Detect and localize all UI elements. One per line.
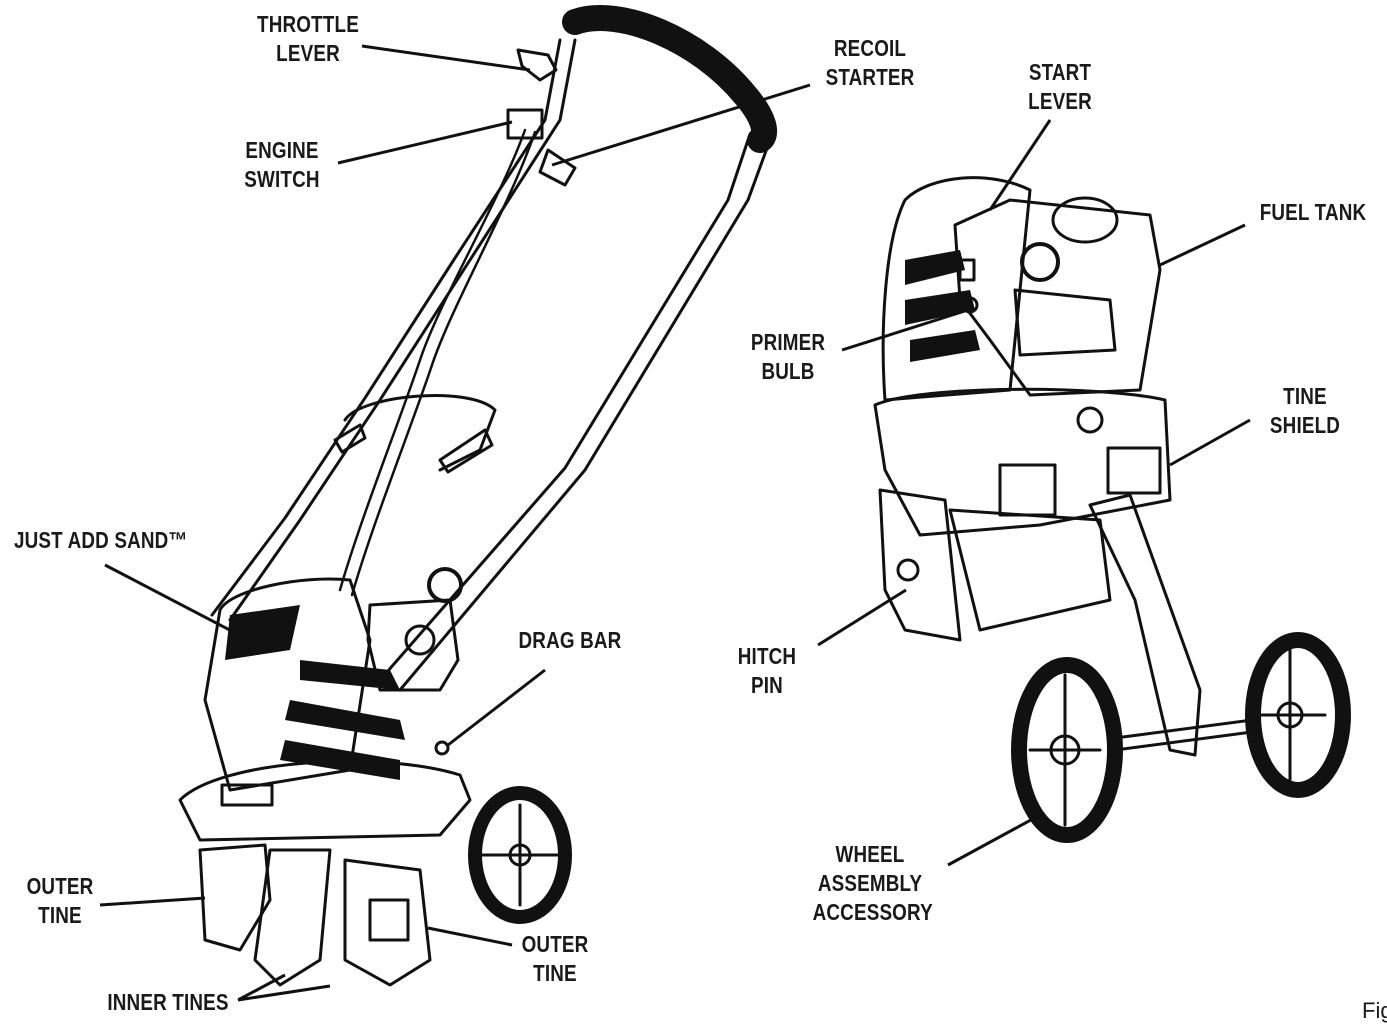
label-engine-switch: ENGINE SWITCH bbox=[244, 137, 320, 192]
label-start-lever: START LEVER bbox=[1028, 59, 1092, 114]
label-outer-tine-right: OUTER TINE bbox=[521, 931, 589, 986]
figure-caption: Fig bbox=[1362, 998, 1387, 1023]
label-throttle-lever: THROTTLE LEVER bbox=[257, 11, 359, 66]
label-recoil-starter: RECOIL STARTER bbox=[825, 35, 915, 90]
label-hitch-pin: HITCH PIN bbox=[737, 643, 797, 698]
label-drag-bar: DRAG BAR bbox=[518, 627, 622, 653]
tiller-with-wheels-illustration bbox=[873, 176, 1351, 843]
label-outer-tine-left: OUTER TINE bbox=[26, 873, 94, 928]
leader-lines bbox=[99, 44, 1251, 1002]
tiller-illustration bbox=[178, 5, 778, 987]
label-wheel-assembly-accessory: WHEEL ASSEMBLY ACCESSORY bbox=[812, 841, 933, 925]
label-inner-tines: INNER TINES bbox=[107, 989, 229, 1015]
label-just-add-sand: JUST ADD SAND™ bbox=[14, 527, 188, 553]
label-primer-bulb: PRIMER BULB bbox=[750, 329, 826, 384]
label-tine-shield: TINE SHIELD bbox=[1269, 383, 1341, 438]
label-fuel-tank: FUEL TANK bbox=[1259, 199, 1367, 225]
